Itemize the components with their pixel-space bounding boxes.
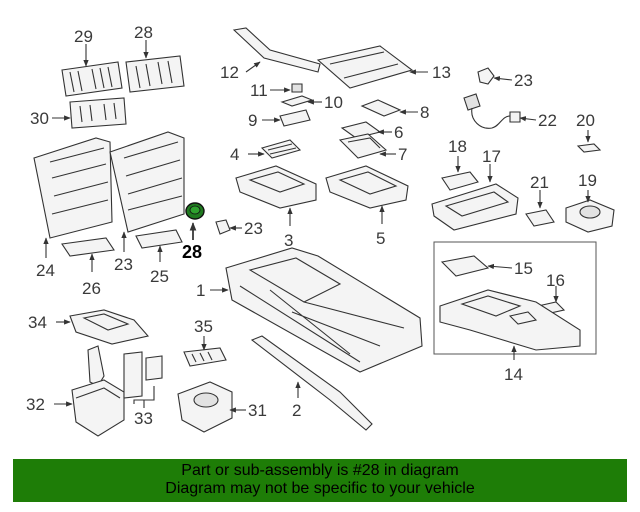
- label-21: 21: [530, 173, 549, 192]
- label-27: 26: [82, 279, 101, 298]
- part-14-panel[interactable]: 14: [439, 289, 581, 384]
- label-3: 3: [284, 231, 293, 250]
- part-19-cup-holder[interactable]: 19: [565, 171, 615, 233]
- part-35-trim[interactable]: 34: [28, 309, 150, 345]
- label-1: 1: [196, 281, 205, 300]
- label-30: 29: [74, 27, 93, 46]
- part-20-cap[interactable]: 20: [576, 111, 602, 153]
- label-19: 19: [578, 171, 597, 190]
- part-28-highlighted[interactable]: 28: [182, 202, 205, 262]
- part-22-cable[interactable]: 22: [463, 93, 557, 130]
- label-16: 16: [546, 271, 565, 290]
- part-8-clip[interactable]: 8: [360, 99, 429, 122]
- part-24-side-panel[interactable]: 23: [109, 131, 185, 274]
- label-28: 28: [182, 242, 202, 262]
- part-21-insert[interactable]: 21: [525, 173, 555, 227]
- part-5-tray[interactable]: 5: [325, 165, 409, 248]
- part-11-clip[interactable]: 11: [250, 81, 303, 100]
- label-10: 10: [324, 93, 343, 112]
- label-25: 24: [36, 261, 55, 280]
- label-31: 30: [30, 109, 49, 128]
- part-3-tray[interactable]: 3: [235, 165, 317, 250]
- part-10-bracket[interactable]: 10: [280, 93, 343, 112]
- label-26: 25: [150, 267, 169, 286]
- label-29: 28: [134, 23, 153, 42]
- info-banner: Part or sub-assembly is #28 in diagram D…: [13, 459, 627, 502]
- label-7: 7: [398, 145, 407, 164]
- part-34-buttons[interactable]: 33: [123, 351, 163, 428]
- label-18: 18: [448, 137, 467, 156]
- part-15-cover[interactable]: 15: [440, 255, 533, 278]
- label-34: 33: [134, 409, 153, 428]
- part-30-vent[interactable]: 29: [61, 27, 123, 97]
- part-4-mat[interactable]: 4: [230, 139, 302, 164]
- label-12: 12: [220, 63, 239, 82]
- label-33: 32: [26, 395, 45, 414]
- part-16-insert[interactable]: 16: [536, 271, 566, 315]
- part-27-pad[interactable]: 26: [61, 237, 115, 298]
- part-6-cover[interactable]: 6: [340, 121, 403, 142]
- part-17-holder[interactable]: 17: [431, 147, 519, 231]
- banner-line-1: Part or sub-assembly is #28 in diagram: [181, 462, 459, 479]
- part-2-side-trim[interactable]: 2: [250, 335, 373, 431]
- part-12-trim-strip[interactable]: 12: [220, 27, 321, 82]
- part-7-tray[interactable]: 7: [338, 133, 407, 164]
- label-15: 15: [514, 259, 533, 278]
- parts-diagram: 29 28 30 24 23 26 25: [26, 23, 615, 437]
- label-23-right: 23: [514, 71, 533, 90]
- label-20: 20: [576, 111, 595, 130]
- label-23-left: 23: [244, 219, 263, 238]
- label-8: 8: [420, 103, 429, 122]
- part-31-control-panel[interactable]: 30: [30, 97, 127, 129]
- label-14: 14: [504, 365, 523, 384]
- label-22: 22: [538, 111, 557, 130]
- part-23-cap-right[interactable]: 23: [477, 67, 533, 90]
- label-4: 4: [230, 145, 239, 164]
- part-9-bracket[interactable]: 9: [248, 109, 311, 130]
- part-18-insert[interactable]: 18: [441, 137, 479, 191]
- label-2: 2: [292, 401, 301, 420]
- label-13: 13: [432, 63, 451, 82]
- part-36-switch[interactable]: 35: [183, 317, 227, 367]
- label-35: 34: [28, 313, 47, 332]
- part-26-pad[interactable]: 25: [135, 229, 183, 286]
- banner-line-2: Diagram may not be specific to your vehi…: [165, 480, 475, 497]
- label-9: 9: [248, 111, 257, 130]
- part-33-shifter[interactable]: 32: [26, 345, 125, 437]
- label-17: 17: [482, 147, 501, 166]
- sub-assembly-box: [433, 241, 597, 355]
- part-23-cap-left[interactable]: 23: [215, 219, 263, 238]
- label-5: 5: [376, 229, 385, 248]
- label-36: 35: [194, 317, 213, 336]
- label-6: 6: [394, 123, 403, 142]
- label-11: 11: [250, 81, 268, 100]
- label-32: 31: [248, 401, 267, 420]
- part-13-lid[interactable]: 13: [316, 45, 451, 89]
- label-24: 23: [114, 255, 133, 274]
- part-29-vent[interactable]: 28: [125, 23, 185, 93]
- part-1-center-console[interactable]: 1: [196, 247, 423, 373]
- part-25-side-panel[interactable]: 24: [33, 137, 113, 280]
- part-32-controller[interactable]: 31: [177, 381, 267, 433]
